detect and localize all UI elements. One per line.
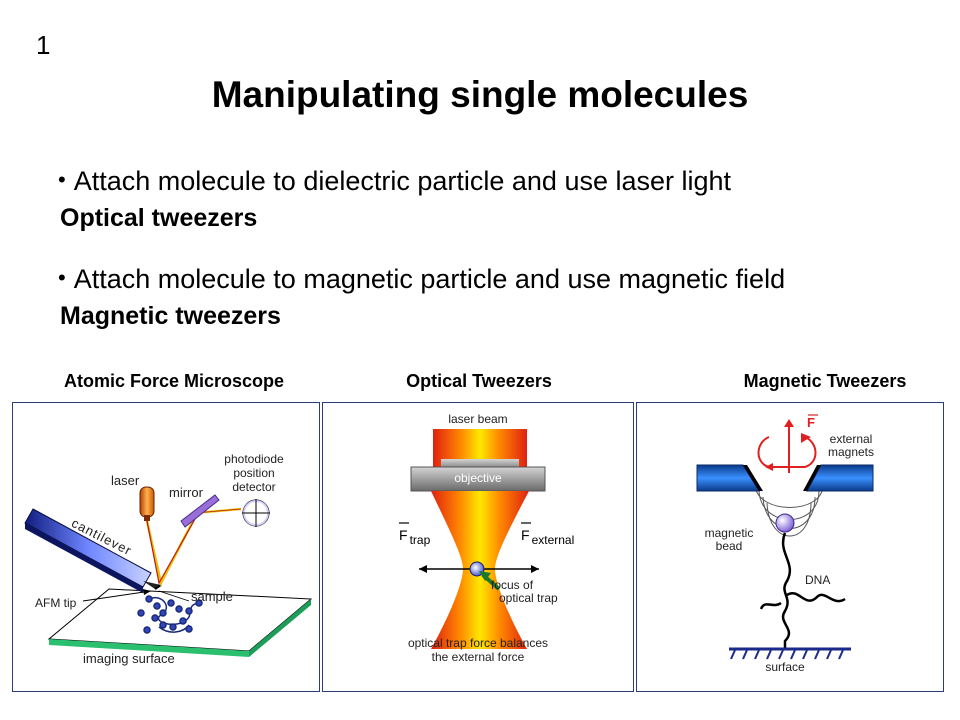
mirror-shape [180,494,220,528]
label-surface: surface [765,660,805,674]
f-trap-symbol: F [399,527,408,543]
panel-title-afm: Atomic Force Microscope [63,371,285,391]
afm-diagram [24,486,313,657]
magnetic-bead-icon [775,513,795,533]
label-bead-1: magnetic [704,526,754,540]
label-detector-2: position [233,466,275,480]
label-focus-2: optical trap [499,591,558,605]
surface-edge-front [49,639,249,657]
bullet-magnetic: • Attach molecule to magnetic particle an… [58,261,785,299]
bullet-label-optical: Optical tweezers [60,204,258,232]
label-sample: sample [191,589,233,604]
label-laser-beam: laser beam [448,412,508,426]
bullet-text: Attach molecule to magnetic particle and… [73,264,786,294]
bullet-text: Attach molecule to dielectric particle a… [73,166,732,196]
label-mirror: mirror [169,485,203,500]
photodiode-detector-icon [242,499,270,527]
label-objective: objective [454,471,502,485]
bullet-label-magnetic: Magnetic tweezers [60,302,281,330]
f-external-symbol: F [521,527,530,543]
bullet-dot-icon: • [58,167,66,192]
slide-title: Manipulating single molecules [211,74,749,115]
surface-edge-right [249,599,311,657]
label-detector-1: photodiode [224,452,284,466]
label-afm-tip: AFM tip [35,596,77,610]
bullet-dot-icon: • [58,265,66,290]
label-detector-3: detector [232,480,276,494]
dna-strand [781,532,792,649]
panel-title-magnetic: Magnetic Tweezers [743,371,907,391]
panel-title-optical: Optical Tweezers [406,371,552,391]
magnet-right [806,464,874,492]
magnetic-tweezers-diagram [696,414,874,660]
magnet-left [696,464,760,492]
panel-afm: laser mirror photodiode position detecto… [12,402,320,692]
label-magnets-2: magnets [827,445,875,459]
label-bead-2: bead [715,539,743,553]
label-magnets-1: external [829,432,873,446]
optical-trap-diagram [399,429,546,649]
panel-magnetic: F external magnets magnetic bead DNA sur… [636,402,944,692]
f-trap-sub: trap [409,533,431,547]
label-imaging-surface: imaging surface [83,651,175,666]
label-caption-2: the external force [431,650,525,664]
label-caption-1: optical trap force balances [407,636,549,650]
label-dna: DNA [805,573,831,587]
f-external-sub: external [531,533,575,547]
bullet-optical: • Attach molecule to dielectric particle … [58,163,731,201]
label-focus-1: focus of [491,578,534,592]
slide-number: 1 [36,30,51,60]
label-laser: laser [111,473,140,488]
objective-shape [410,466,546,492]
sample-molecule [137,595,203,634]
laser-icon [139,486,155,521]
label-force-f: F [807,415,815,430]
